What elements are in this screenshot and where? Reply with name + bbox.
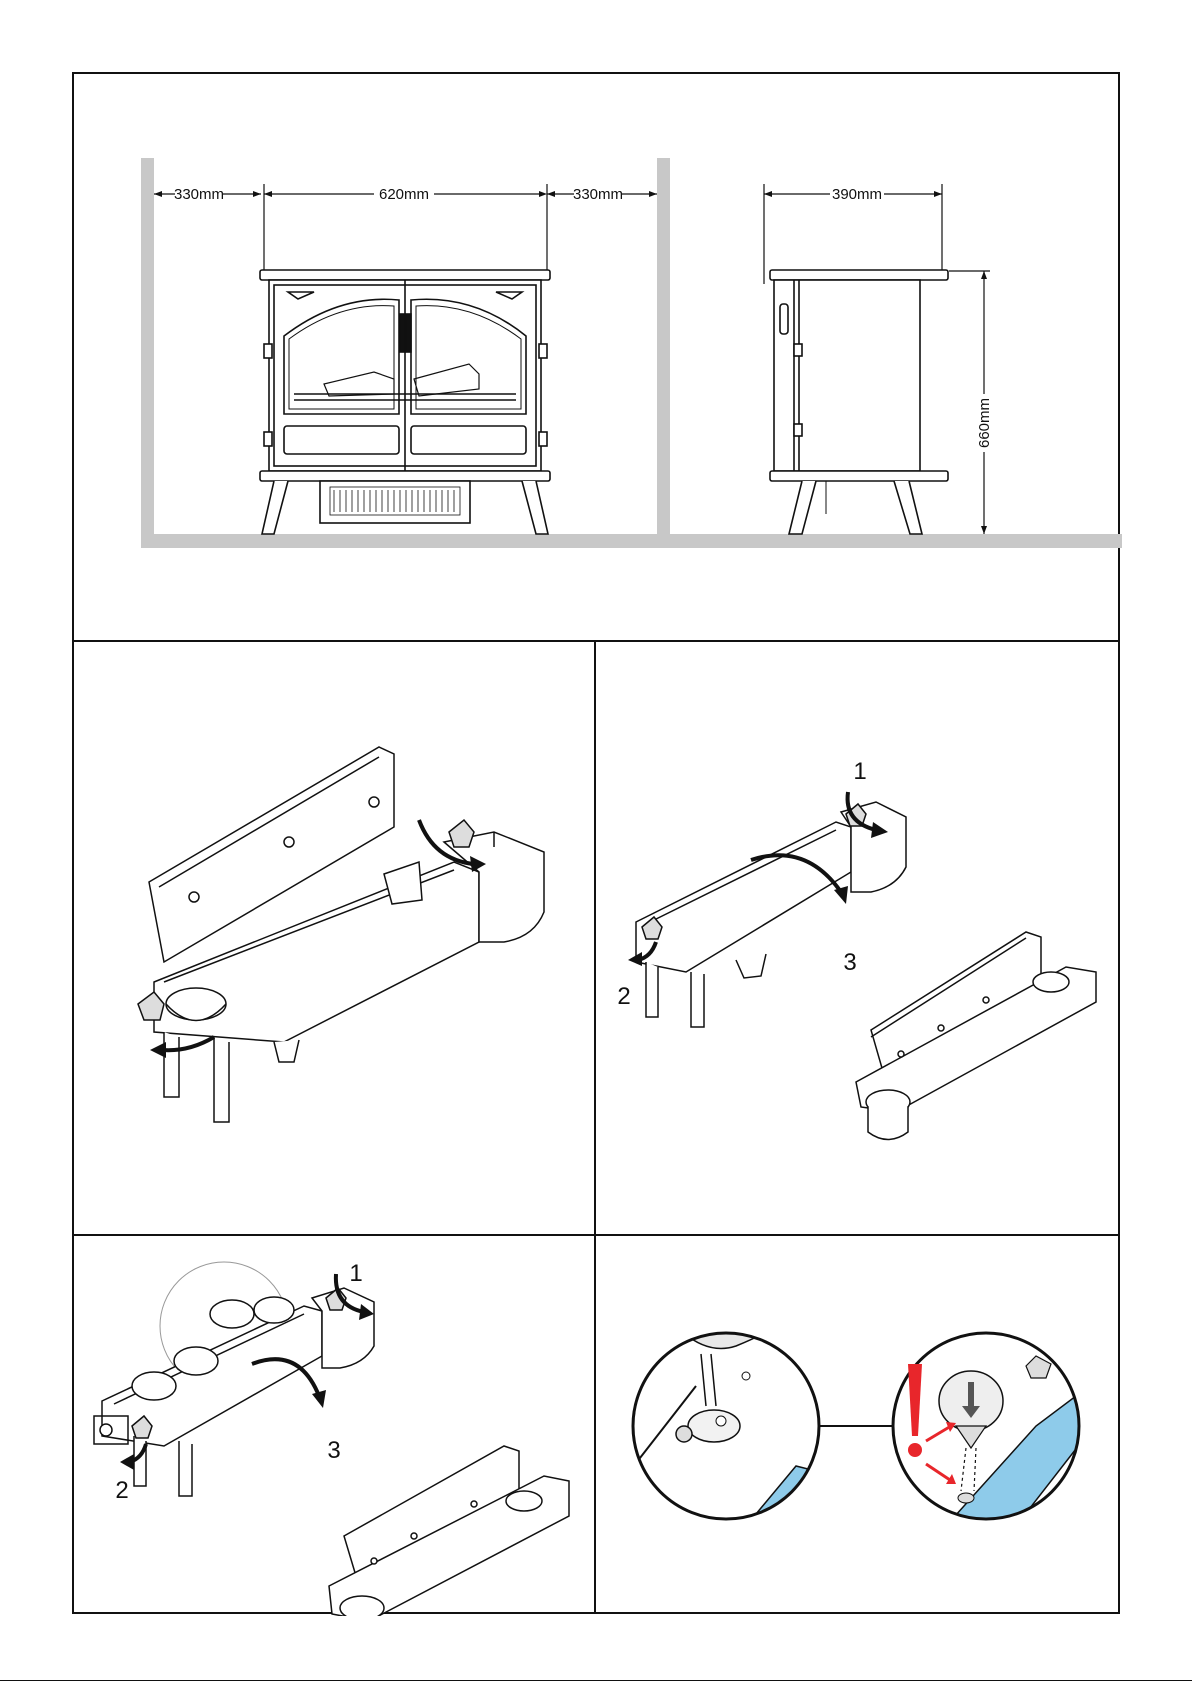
step-panel-bulb-detail <box>594 1234 1120 1614</box>
bulb-socket-detail-left <box>626 1326 836 1536</box>
separate-tray-diagram: 1 2 3 <box>596 642 1122 1238</box>
middle-wall <box>657 158 670 548</box>
stove-front-view <box>260 270 550 534</box>
stove-side-view <box>770 270 948 534</box>
remove-bulbs-diagram: 1 2 3 <box>74 1236 598 1616</box>
step-number-2: 2 <box>617 983 630 1010</box>
left-wall <box>141 158 154 548</box>
floor <box>141 534 1122 548</box>
depth-label: 390mm <box>832 186 882 203</box>
step-number-1: 1 <box>853 758 866 785</box>
step-number-1: 1 <box>349 1260 362 1287</box>
dimensions-panel: 330mm 620mm 330mm 390mm 660mm <box>72 72 1120 642</box>
bulb-detail-diagram <box>596 1236 1122 1616</box>
page-footer-line <box>0 1680 1192 1681</box>
width-label: 620mm <box>379 186 429 203</box>
remove-lid-diagram <box>74 642 598 1238</box>
left-clearance-label: 330mm <box>174 186 224 203</box>
step-number-3: 3 <box>843 949 856 976</box>
dimensions-diagram: 330mm 620mm 330mm 390mm 660mm <box>74 74 1122 644</box>
step-panel-separate-tray: 1 2 3 <box>594 640 1120 1236</box>
step-number-2: 2 <box>115 1477 128 1504</box>
height-label: 660mm <box>976 398 993 448</box>
right-clearance-label: 330mm <box>573 186 623 203</box>
step-panel-remove-lid <box>72 640 596 1236</box>
step-panel-remove-bulbs: 1 2 3 <box>72 1234 596 1614</box>
step-number-3: 3 <box>327 1437 340 1464</box>
